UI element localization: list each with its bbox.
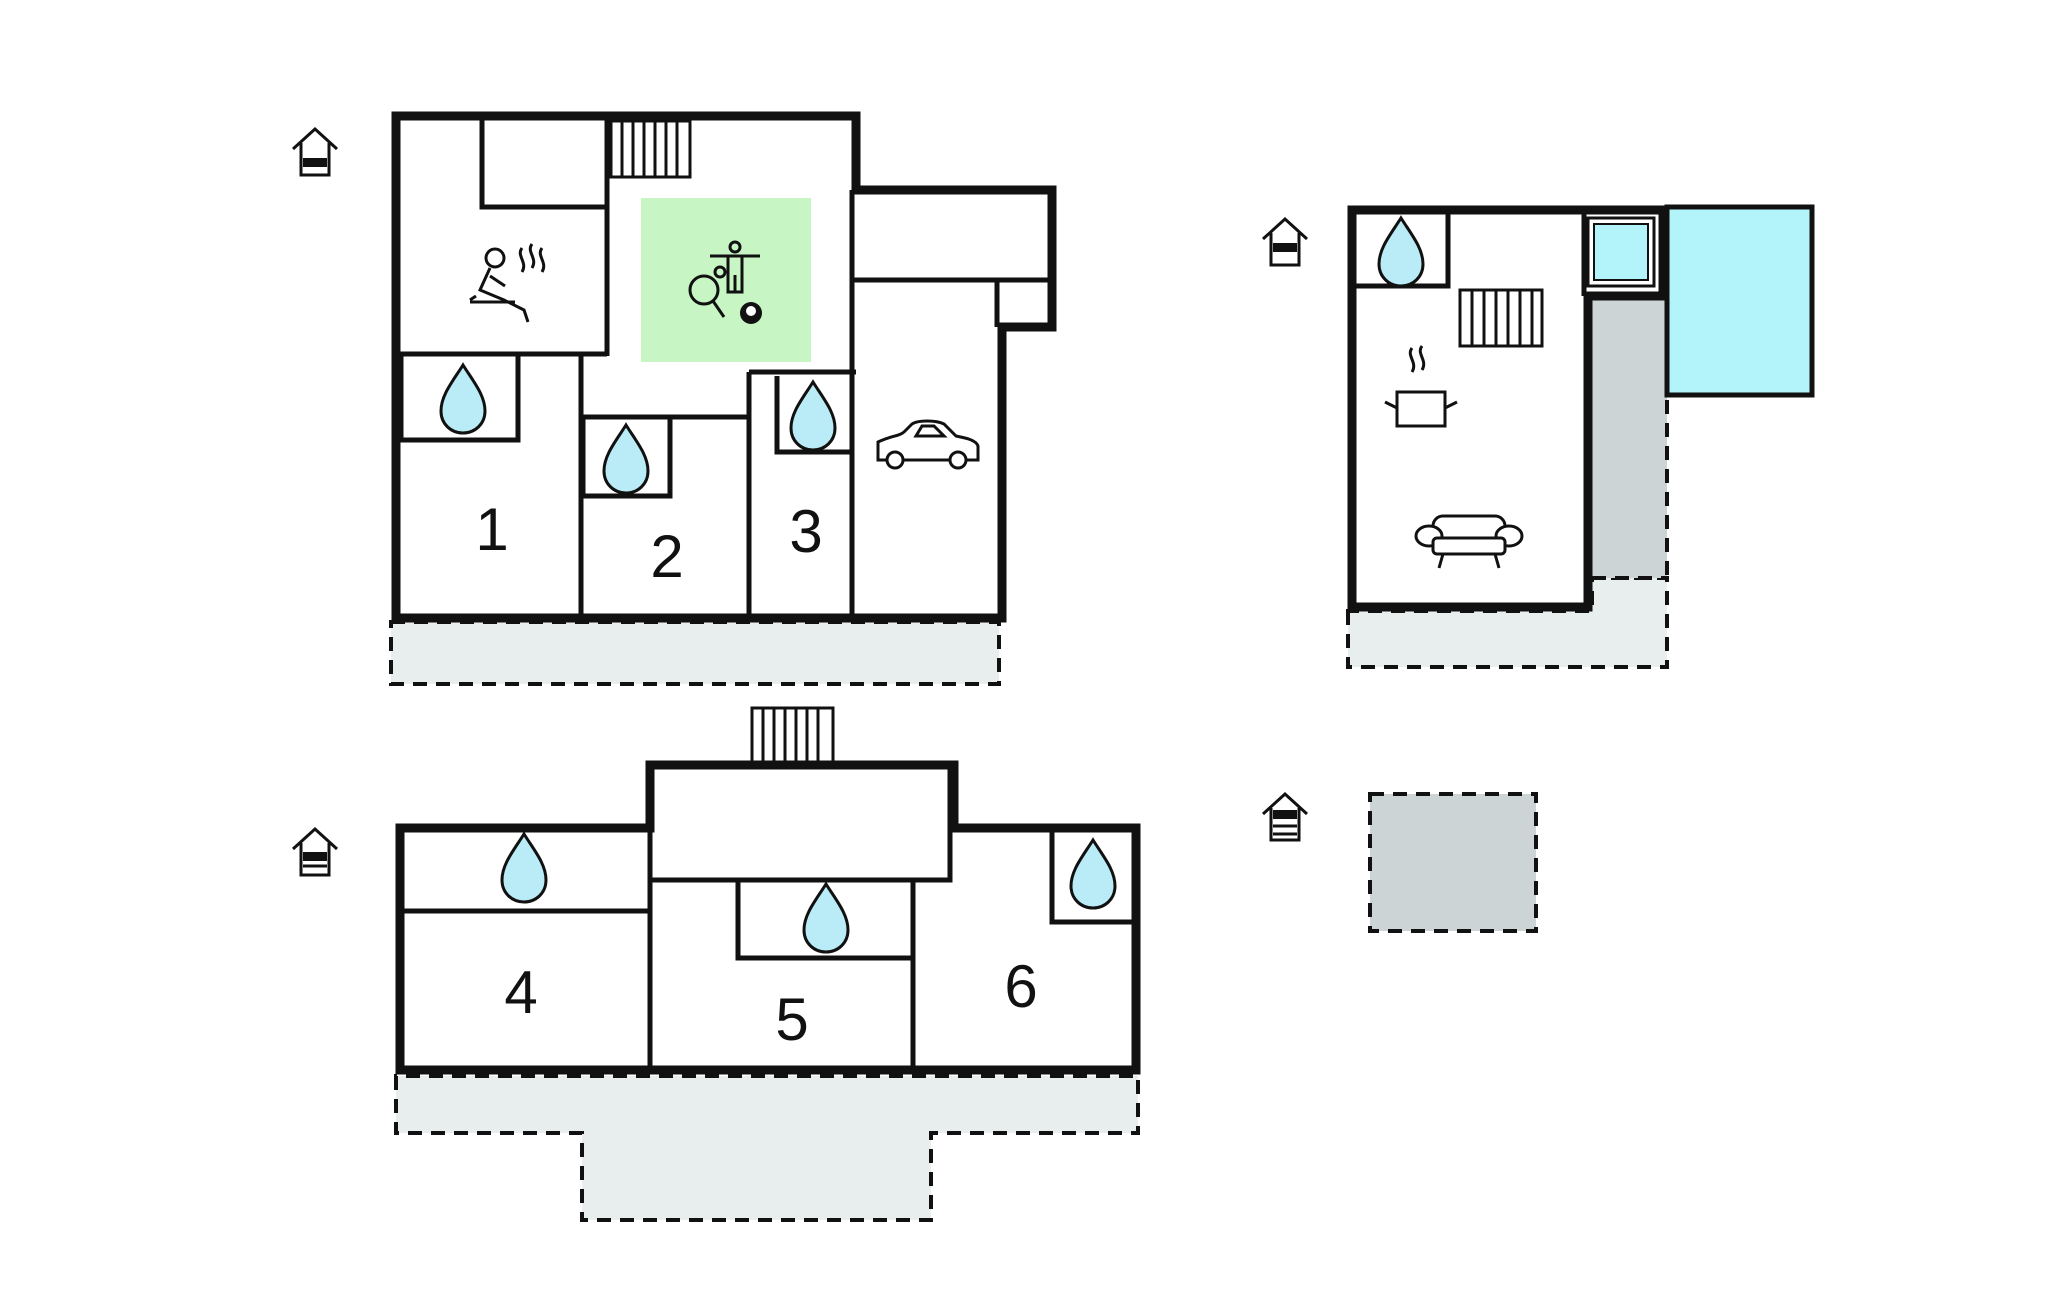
small-window (1586, 216, 1656, 288)
bathroom-drop-icon (789, 380, 837, 452)
living-floor (1261, 204, 1815, 669)
car-icon (876, 419, 980, 470)
floor-level-top-icon (1261, 792, 1309, 842)
paved-area (1368, 792, 1538, 933)
room-number: 2 (650, 523, 683, 590)
interior-walls (1356, 210, 1587, 296)
room-number: 1 (475, 496, 508, 563)
bathroom-drop-icon (802, 882, 850, 954)
annex (1261, 792, 1538, 933)
staircase (750, 706, 835, 764)
sauna-icon (469, 243, 546, 323)
floor-level-first-icon (291, 827, 339, 877)
ground-floor: 1 2 3 (291, 111, 1057, 686)
interior-walls (400, 765, 1132, 1070)
bathroom-drop-icon (500, 832, 548, 904)
terrace (1346, 576, 1669, 669)
outer-wall (395, 760, 1141, 1075)
room-number: 4 (504, 959, 537, 1026)
sofa-icon (1414, 514, 1524, 569)
bathroom-drop-icon (439, 363, 487, 435)
cooking-pot-icon (1384, 345, 1458, 428)
game-area (641, 198, 811, 362)
bathroom-drop-icon (602, 423, 650, 495)
pool (1664, 204, 1815, 398)
room-number: 3 (789, 498, 822, 565)
outer-wall (1347, 205, 1668, 612)
billiard-ball-icon (740, 302, 762, 324)
bathroom-drop-icon (1377, 216, 1425, 288)
table-tennis-icon (688, 265, 727, 318)
paved-area (1592, 299, 1667, 578)
staircase (609, 119, 692, 179)
staircase (1458, 288, 1544, 348)
room-number: 5 (775, 986, 808, 1053)
terrace (389, 620, 1001, 686)
interior-walls (396, 116, 1052, 618)
bathroom-drop-icon (1069, 838, 1117, 910)
room-number: 6 (1004, 953, 1037, 1020)
foosball-icon (710, 240, 760, 294)
floor-level-ground-icon (1261, 217, 1309, 267)
terrace (394, 1074, 1140, 1222)
outer-wall (391, 111, 1057, 623)
floor-level-basement-icon (291, 127, 339, 177)
first-floor: 4 5 6 (291, 706, 1141, 1222)
